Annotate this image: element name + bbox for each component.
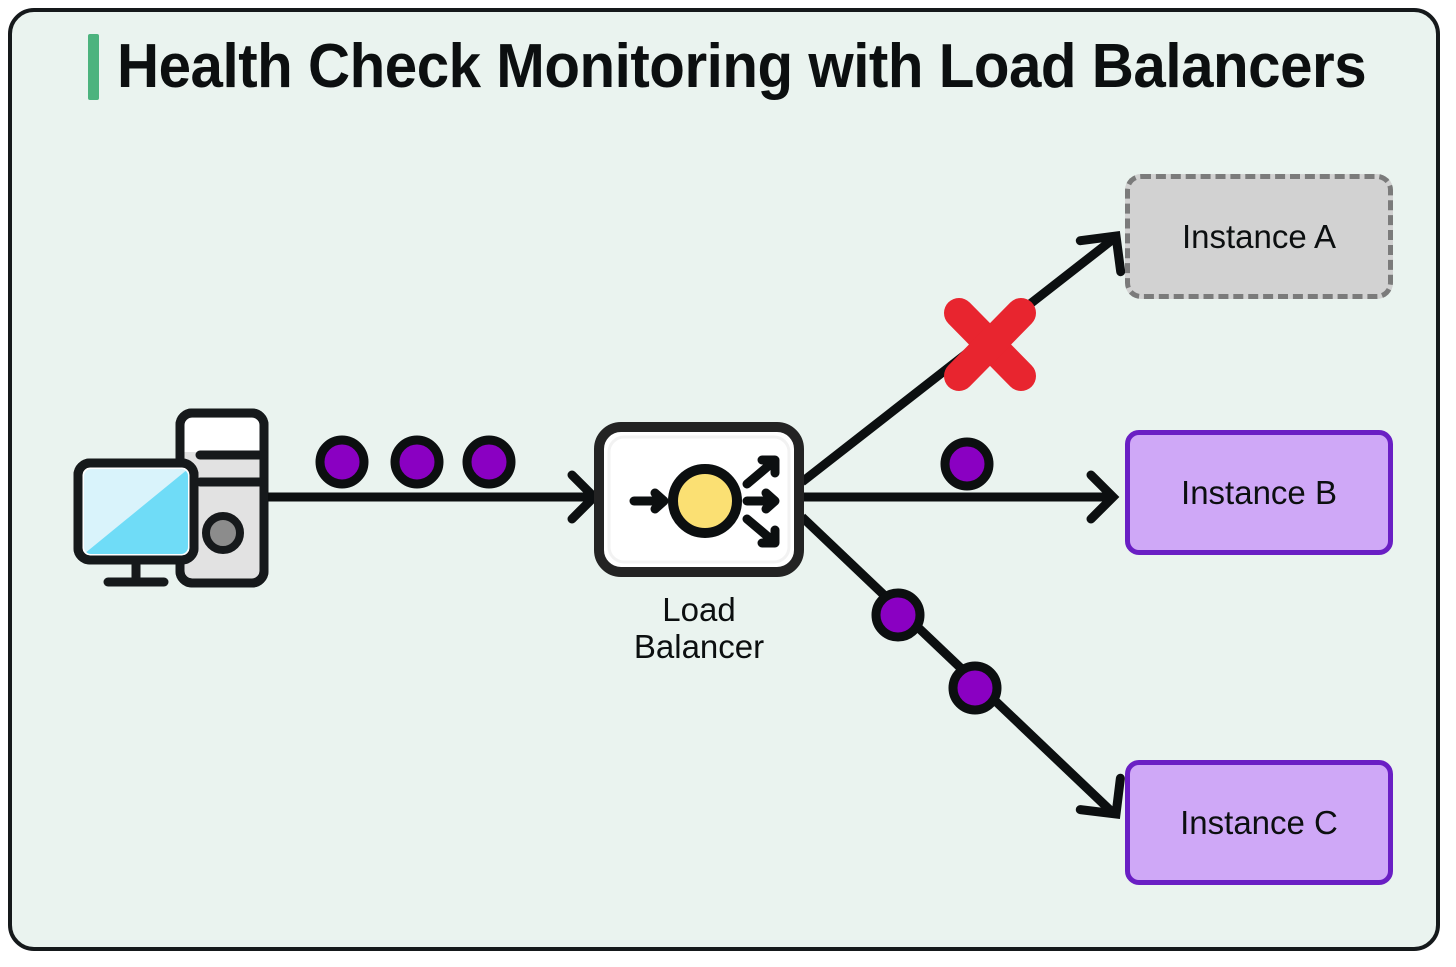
instance-c-label: Instance C (1180, 803, 1338, 841)
load-balancer-node[interactable] (594, 422, 804, 577)
instance-a-label: Instance A (1181, 217, 1337, 255)
red-x-icon (944, 298, 1036, 391)
load-balancer-label: Load Balancer (633, 591, 765, 665)
edge-lb-to-instance-c (798, 513, 1125, 820)
diagram-card: Health Check Monitoring with Load Balanc… (8, 8, 1440, 951)
instance-b-label: Instance B (1181, 473, 1337, 511)
lb-outbound-arrow-up (742, 455, 780, 489)
title-accent-bar (88, 34, 99, 100)
instance-c-node[interactable]: Instance C (1125, 760, 1393, 885)
page-title: Health Check Monitoring with Load Balanc… (88, 32, 1436, 101)
traffic-dots-lb-to-instance-c (871, 588, 1002, 715)
edge-lb-to-instance-b (802, 470, 1120, 524)
traffic-dots-lb-to-instance-b (940, 437, 994, 491)
lb-inbound-arrow (629, 488, 669, 514)
lb-outbound-arrow-right (742, 488, 780, 514)
diagram-canvas (73, 230, 1126, 820)
title-text: Health Check Monitoring with Load Balanc… (117, 32, 1367, 101)
lb-outbound-arrow-down (742, 514, 780, 548)
client-computer-icon (73, 408, 269, 588)
instance-a-node[interactable]: Instance A (1125, 174, 1393, 299)
traffic-dots-client-to-lb (315, 435, 516, 489)
monitor-screen (84, 469, 188, 554)
instance-b-node[interactable]: Instance B (1125, 430, 1393, 555)
